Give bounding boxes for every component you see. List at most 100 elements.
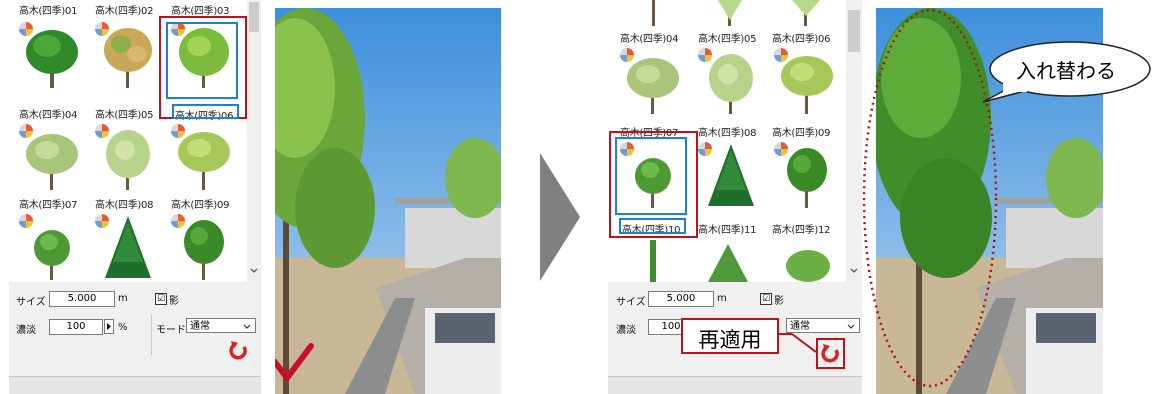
season-icon (620, 142, 634, 156)
tree-thumb[interactable] (169, 122, 239, 192)
season-icon (698, 142, 712, 156)
tree-label: 高木(四季)08 (95, 200, 154, 211)
density-label: 濃淡 (616, 325, 636, 336)
tree-palette-before: 高木(四季)01 高木(四季)02 高木(四季)03 高木(四季)04 高木(四… (9, 0, 261, 394)
chevron-down-icon (847, 324, 855, 329)
tree-label: 高木(四季)02 (95, 6, 154, 17)
shadow-checkbox[interactable]: ☑ (155, 293, 167, 305)
tree-label: 高木(四季)01 (19, 6, 78, 17)
speech-bubble-text: 入れ替わる (1016, 59, 1116, 83)
tree-thumb-selected[interactable] (618, 140, 688, 210)
size-input[interactable]: 5.000 (648, 291, 714, 307)
tree-icon (635, 158, 671, 208)
tree-thumb[interactable] (772, 46, 842, 116)
mode-label: モード (156, 325, 186, 336)
season-icon (698, 48, 712, 62)
tree-thumb[interactable] (17, 212, 87, 282)
refresh-icon[interactable] (820, 342, 842, 364)
speech-bubble (982, 41, 1151, 103)
tree-thumb[interactable] (17, 122, 87, 192)
tree-label: 高木(四季)07 (19, 200, 78, 211)
scroll-down-icon[interactable] (247, 266, 261, 276)
tree-icon (34, 230, 70, 280)
tree-thumb-selected[interactable] (169, 20, 239, 90)
mode-value: 通常 (190, 321, 210, 332)
scene-illustration (275, 8, 501, 394)
tree-palette-after: 高木(四季)04 高木(四季)05 高木(四季)06 高木(四季)07 高木(四… (608, 0, 862, 394)
tree-grid-before: 高木(四季)01 高木(四季)02 高木(四季)03 高木(四季)04 高木(四… (9, 0, 261, 282)
checkmark-icon (275, 343, 314, 381)
shadow-label: 影 (774, 296, 784, 307)
tree-label: 高木(四季)05 (95, 110, 154, 121)
tree-icon (178, 132, 230, 190)
vertical-divider (151, 315, 152, 355)
tree-thumb[interactable] (772, 140, 842, 210)
tree-icon (26, 134, 78, 190)
size-unit: m (118, 293, 128, 304)
tree-label: 高木(四季)05 (698, 34, 757, 45)
tree-thumb[interactable] (696, 140, 766, 210)
refresh-icon[interactable] (228, 339, 250, 361)
scene-view-after (876, 8, 1103, 394)
selection-highlight-red (609, 131, 698, 238)
tree-icon (787, 148, 827, 208)
scene-view-before (275, 8, 501, 394)
tree-label: 高木(四季)11 (698, 225, 757, 236)
tree-label: 高木(四季)10 (622, 225, 681, 236)
tree-thumb[interactable] (93, 122, 163, 192)
tree-icon (105, 216, 151, 278)
scene-illustration (876, 8, 1103, 394)
spin-right-icon[interactable] (104, 319, 114, 334)
shadow-label: 影 (169, 296, 179, 307)
tree-label: 高木(四季)04 (620, 34, 679, 45)
mode-select[interactable]: 通常 (786, 318, 860, 333)
scrollbar-thumb[interactable] (848, 10, 860, 52)
size-input[interactable]: 5.000 (49, 291, 115, 307)
density-label: 濃淡 (16, 325, 36, 336)
swap-highlight-ellipse (862, 8, 998, 388)
selection-highlight-blue (615, 137, 687, 215)
tree-icon (708, 144, 754, 206)
scrollbar-thumb[interactable] (249, 2, 259, 32)
season-icon (774, 48, 788, 62)
selection-highlight-blue (166, 22, 238, 99)
tree-label: 高木(四季)07 (620, 128, 679, 139)
tree-label: 高木(四季)04 (19, 110, 78, 121)
tree-icon (104, 28, 152, 88)
season-icon (19, 214, 33, 228)
tree-thumb[interactable] (93, 20, 163, 90)
partial-row-bottom (650, 240, 830, 282)
density-input[interactable]: 100 (49, 319, 103, 335)
tree-thumb[interactable] (696, 46, 766, 116)
season-icon (171, 124, 185, 138)
tree-label: 高木(四季)08 (698, 128, 757, 139)
season-icon (620, 48, 634, 62)
season-icon (95, 22, 109, 36)
size-label: サイズ (16, 297, 46, 308)
mode-select[interactable]: 通常 (186, 318, 256, 333)
tree-icon (184, 220, 224, 280)
tree-label: 高木(四季)09 (772, 128, 831, 139)
reapply-callout: 再適用 (681, 318, 779, 354)
scrollbar[interactable] (247, 0, 261, 282)
season-icon (171, 214, 185, 228)
shadow-checkbox[interactable]: ☑ (760, 293, 772, 305)
reapply-callout-text: 再適用 (698, 328, 762, 352)
tree-icon (781, 56, 833, 114)
selected-label-highlight (619, 218, 686, 234)
tree-thumb[interactable] (618, 46, 688, 116)
scroll-down-icon[interactable] (846, 266, 862, 276)
tree-thumb[interactable] (93, 212, 163, 282)
status-bar (9, 376, 261, 394)
tree-icon (26, 30, 78, 88)
tree-thumb[interactable] (169, 212, 239, 282)
season-icon (171, 22, 185, 36)
partial-row (652, 0, 820, 26)
scrollbar[interactable] (846, 0, 862, 282)
density-unit: % (118, 322, 128, 333)
status-bar (608, 376, 862, 394)
callout-leader (778, 333, 817, 353)
tree-label: 高木(四季)03 (171, 6, 230, 17)
reapply-button-highlight (816, 338, 845, 369)
tree-thumb[interactable] (17, 20, 87, 90)
